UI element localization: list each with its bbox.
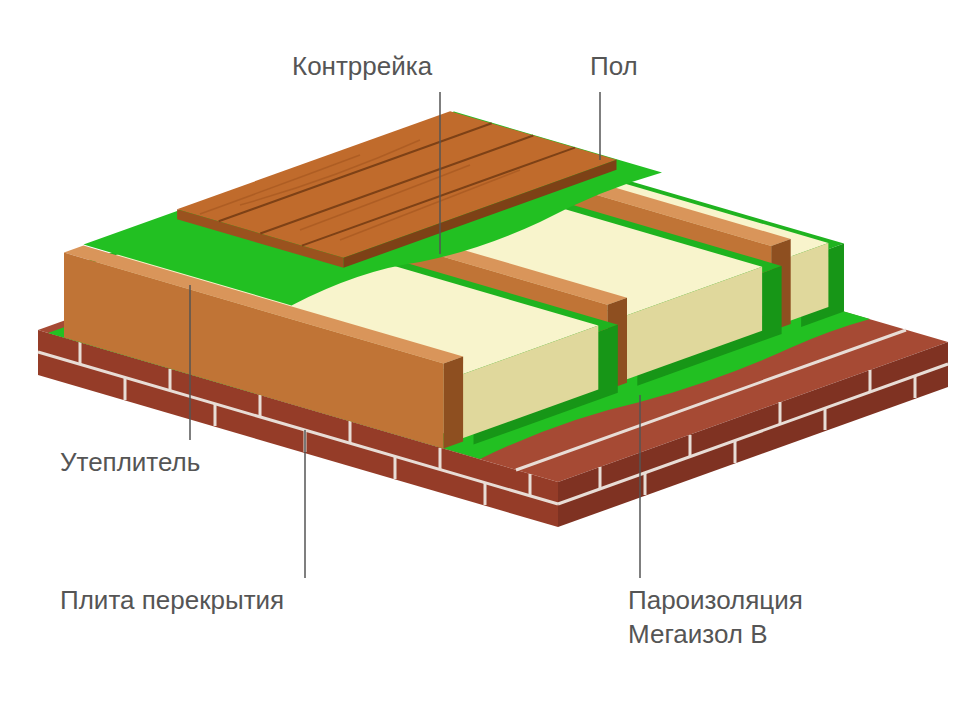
top-membrane bbox=[84, 112, 663, 306]
leader-lines bbox=[190, 92, 640, 578]
part-label: Утеплитель bbox=[60, 446, 200, 480]
floor-boards bbox=[177, 111, 616, 268]
part-label: Плита перекрытия bbox=[60, 584, 284, 618]
part-label: Пол bbox=[590, 50, 638, 84]
part-label: Контррейка bbox=[292, 50, 432, 84]
part-label: Пароизоляция Мегаизол В bbox=[628, 584, 888, 652]
